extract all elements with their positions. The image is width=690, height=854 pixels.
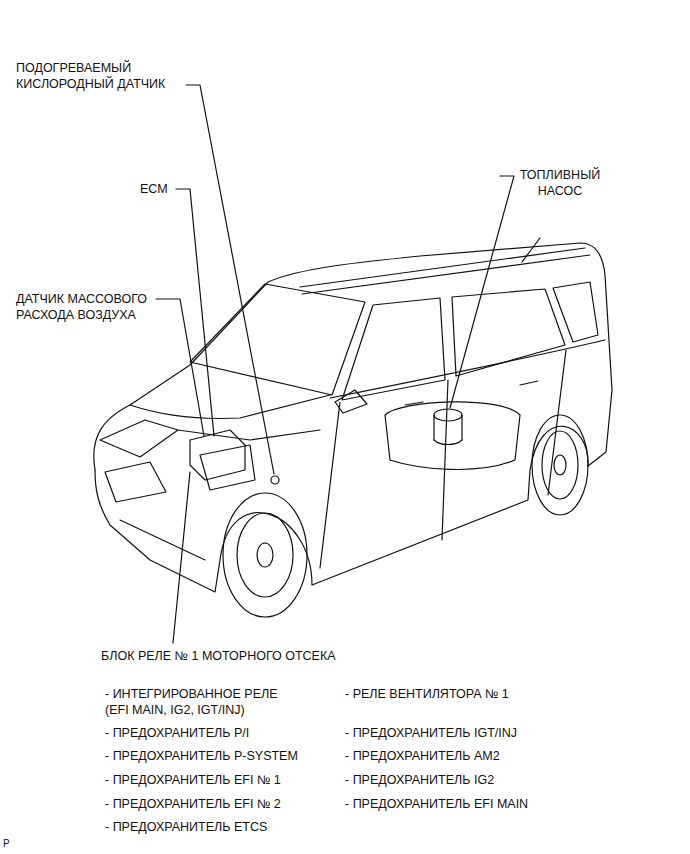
part-label: ТОПЛИВНЫЙ НАСОС xyxy=(505,167,615,199)
list-item: - РЕЛЕ ВЕНТИЛЯТОРА № 1 xyxy=(345,686,509,702)
list-item: - ПРЕДОХРАНИТЕЛЬ IG2 xyxy=(345,772,494,788)
page-mark: P xyxy=(3,836,10,852)
list-item: - ПРЕДОХРАНИТЕЛЬ P-SYSTEM xyxy=(105,748,298,764)
part-label: ПОДОГРЕВАЕМЫЙ КИСЛОРОДНЫЙ ДАТЧИК xyxy=(16,60,186,92)
list-item: - ПРЕДОХРАНИТЕЛЬ EFI MAIN xyxy=(345,796,528,812)
list-item: - ПРЕДОХРАНИТЕЛЬ EFI № 2 xyxy=(105,796,281,812)
list-item: - ПРЕДОХРАНИТЕЛЬ IGT/INJ xyxy=(345,725,517,741)
list-item: - ИНТЕГРИРОВАННОЕ РЕЛЕ (EFI MAIN, IG2, I… xyxy=(105,686,295,718)
part-label: ECM xyxy=(140,181,168,197)
list-item: - ПРЕДОХРАНИТЕЛЬ EFI № 1 xyxy=(105,772,281,788)
part-label: ДАТЧИК МАССОВОГО РАСХОДА ВОЗДУХА xyxy=(16,291,166,323)
list-item: - ПРЕДОХРАНИТЕЛЬ ETCS xyxy=(105,819,267,835)
group-label: БЛОК РЕЛЕ № 1 МОТОРНОГО ОТСЕКА xyxy=(101,648,336,664)
list-item: - ПРЕДОХРАНИТЕЛЬ AM2 xyxy=(345,748,500,764)
list-item: - ПРЕДОХРАНИТЕЛЬ P/I xyxy=(105,725,249,741)
